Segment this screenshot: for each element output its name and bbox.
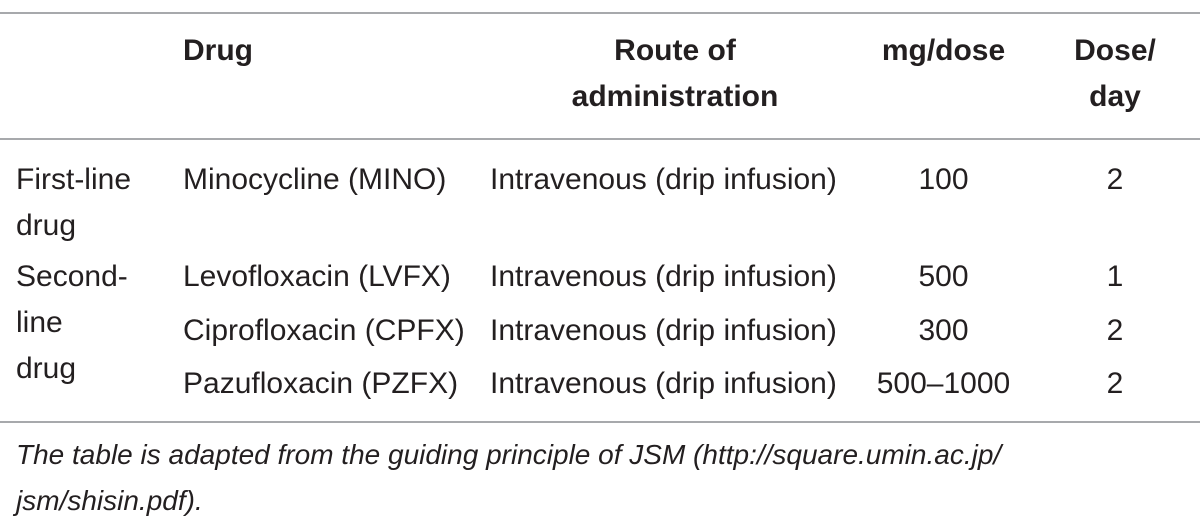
header-drug: Drug <box>183 34 253 67</box>
cell-route: Intravenous (drip infusion) <box>490 314 837 347</box>
cell-dose-day: 2 <box>1106 314 1124 347</box>
category-label-line: line <box>16 306 63 339</box>
table-footnote-line: jsm/shisin.pdf). <box>16 485 203 516</box>
header-dose-day-line1: Dose/ <box>1074 34 1156 67</box>
cell-dose-day: 2 <box>1106 163 1124 196</box>
header-dose-day-line2: day <box>1089 80 1141 113</box>
cell-drug: Minocycline (MINO) <box>183 163 447 196</box>
header-route-line2: administration <box>571 80 779 113</box>
category-label-line: drug <box>16 352 77 385</box>
table-top-rule <box>0 12 1200 14</box>
category-label-line: Second- <box>16 260 128 293</box>
header-route-line1: Route of <box>614 34 736 67</box>
table-bottom-rule <box>0 421 1200 423</box>
cell-mg-dose: 100 <box>918 163 969 196</box>
cell-route: Intravenous (drip infusion) <box>490 163 837 196</box>
category-label-line: First-line <box>16 163 132 196</box>
header-mg-dose: mg/dose <box>881 34 1006 67</box>
cell-drug: Ciprofloxacin (CPFX) <box>183 314 465 347</box>
header-divider-rule <box>0 138 1200 140</box>
cell-route: Intravenous (drip infusion) <box>490 367 837 400</box>
cell-dose-day: 2 <box>1106 367 1124 400</box>
cell-mg-dose: 300 <box>918 314 969 347</box>
cell-route: Intravenous (drip infusion) <box>490 260 837 293</box>
cell-mg-dose: 500–1000 <box>876 367 1011 400</box>
cell-dose-day: 1 <box>1106 260 1124 293</box>
cell-mg-dose: 500 <box>918 260 969 293</box>
category-label-line: drug <box>16 209 77 242</box>
cell-drug: Levofloxacin (LVFX) <box>183 260 451 293</box>
cell-drug: Pazufloxacin (PZFX) <box>183 367 459 400</box>
table-footnote-line: The table is adapted from the guiding pr… <box>16 439 1002 470</box>
